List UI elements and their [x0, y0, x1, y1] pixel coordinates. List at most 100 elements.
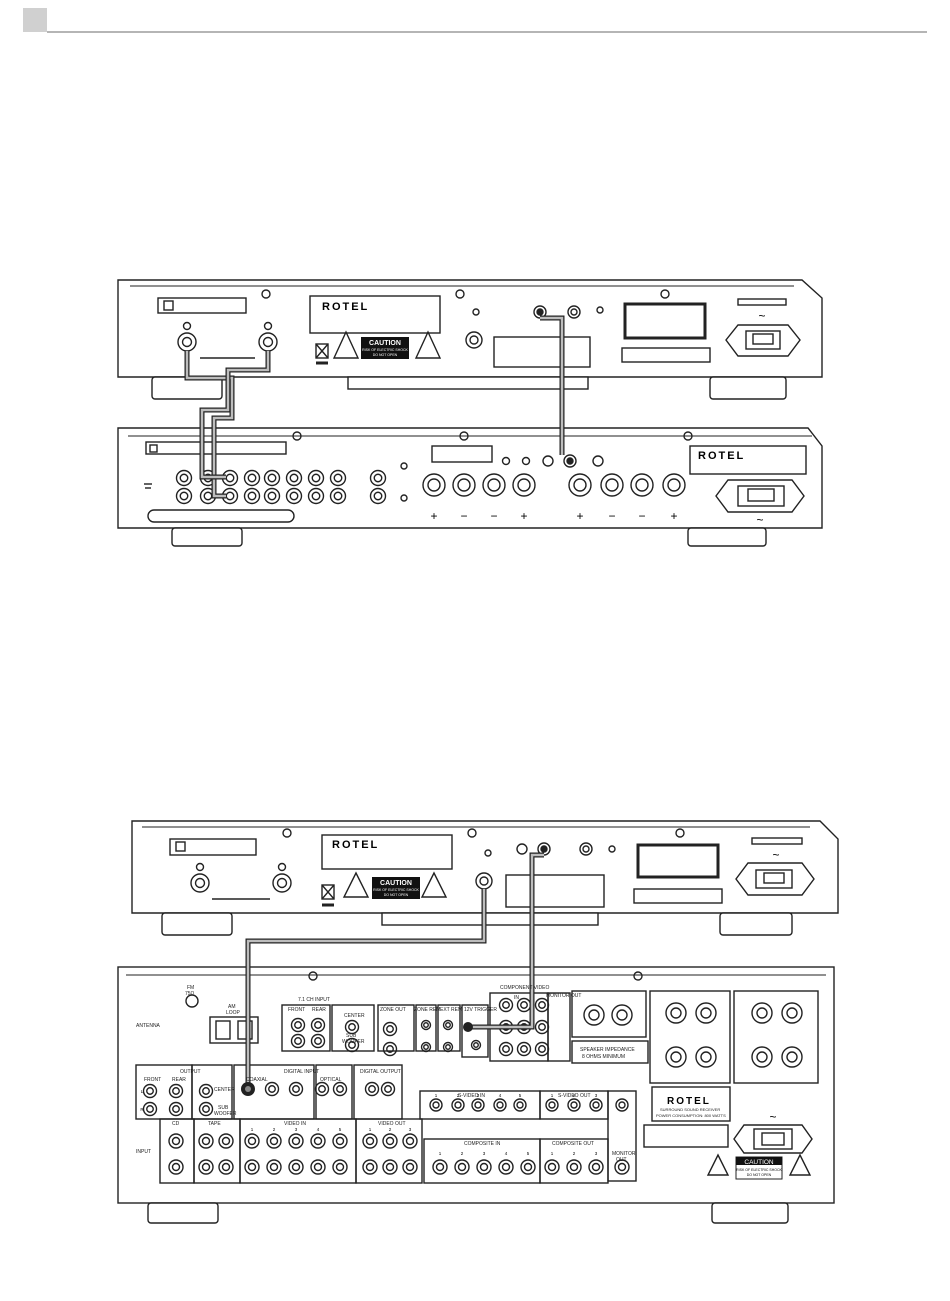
- receiver-input-jack[interactable]: [402, 1159, 418, 1175]
- receiver-component-jack[interactable]: [498, 1041, 514, 1057]
- receiver-speaker-post[interactable]: [611, 1004, 633, 1026]
- receiver-input-jack[interactable]: [266, 1159, 282, 1175]
- amp-speaker-post[interactable]: [600, 473, 624, 497]
- receiver-speaker-post[interactable]: [781, 1002, 803, 1024]
- receiver-71-jack[interactable]: [310, 1033, 326, 1049]
- receiver-component-jack[interactable]: [534, 1041, 550, 1057]
- receiver-speaker-post[interactable]: [751, 1046, 773, 1068]
- amp-rca-jack[interactable]: [285, 487, 303, 505]
- receiver-am-terminal[interactable]: [209, 1016, 259, 1044]
- receiver-coax-jack[interactable]: [264, 1081, 280, 1097]
- receiver-input-jack[interactable]: [266, 1133, 282, 1149]
- amp-rca-jack[interactable]: [263, 469, 281, 487]
- receiver-input-jack[interactable]: [218, 1159, 234, 1175]
- receiver-composite-out-jack[interactable]: [588, 1159, 604, 1175]
- receiver-trigger-jack[interactable]: [470, 1039, 482, 1051]
- receiver-input-jack[interactable]: [310, 1159, 326, 1175]
- receiver-output-jack[interactable]: [142, 1083, 158, 1099]
- receiver-input-jack[interactable]: [168, 1133, 184, 1149]
- receiver-input-jack[interactable]: [198, 1133, 214, 1149]
- amp-ac-inlet[interactable]: [715, 479, 805, 513]
- receiver-composite-in-jack[interactable]: [498, 1159, 514, 1175]
- receiver-digital-out-jack[interactable]: [380, 1081, 396, 1097]
- receiver-composite-in-jack[interactable]: [476, 1159, 492, 1175]
- receiver-input-jack[interactable]: [198, 1159, 214, 1175]
- player-ac-inlet[interactable]: [725, 324, 801, 357]
- amp-rca-jack[interactable]: [285, 469, 303, 487]
- receiver-svideo-in-jack[interactable]: [493, 1098, 507, 1112]
- amp-rca-jack[interactable]: [307, 469, 325, 487]
- amp-rca-jack[interactable]: [243, 487, 261, 505]
- amp-coax-in[interactable]: [563, 454, 577, 468]
- amp-rca-jack[interactable]: [175, 469, 193, 487]
- amp-rca-jack[interactable]: [175, 487, 193, 505]
- receiver-svideo-in-jack[interactable]: [451, 1098, 465, 1112]
- receiver-component-jack[interactable]: [516, 1041, 532, 1057]
- receiver-monitor-jack[interactable]: [614, 1159, 630, 1175]
- receiver-speaker-post[interactable]: [665, 1002, 687, 1024]
- receiver-output-jack[interactable]: [168, 1101, 184, 1117]
- receiver-speaker-post[interactable]: [751, 1002, 773, 1024]
- receiver-digital-out-jack[interactable]: [364, 1081, 380, 1097]
- receiver-input-jack[interactable]: [362, 1159, 378, 1175]
- receiver-input-jack[interactable]: [382, 1159, 398, 1175]
- receiver-composite-in-jack[interactable]: [520, 1159, 536, 1175]
- receiver-speaker-post[interactable]: [665, 1046, 687, 1068]
- receiver-71-jack[interactable]: [344, 1019, 360, 1035]
- receiver-svideo-monitor-jack[interactable]: [615, 1098, 629, 1112]
- receiver-component-jack[interactable]: [534, 1019, 550, 1035]
- receiver-composite-in-jack[interactable]: [432, 1159, 448, 1175]
- receiver-speaker-post[interactable]: [583, 1004, 605, 1026]
- receiver-71-jack[interactable]: [290, 1033, 306, 1049]
- player2-analog-out-right[interactable]: [272, 873, 292, 893]
- amp-speaker-post[interactable]: [482, 473, 506, 497]
- amp-rca-jack[interactable]: [243, 469, 261, 487]
- amp-speaker-post[interactable]: [452, 473, 476, 497]
- receiver-output-jack[interactable]: [168, 1083, 184, 1099]
- receiver-rem-jack[interactable]: [442, 1019, 454, 1031]
- receiver-svideo-out-jack[interactable]: [567, 1098, 581, 1112]
- amp-rca-jack[interactable]: [369, 487, 387, 505]
- receiver-rem-jack[interactable]: [420, 1019, 432, 1031]
- receiver-svideo-in-jack[interactable]: [513, 1098, 527, 1112]
- amp-speaker-post[interactable]: [512, 473, 536, 497]
- receiver-svideo-out-jack[interactable]: [589, 1098, 603, 1112]
- receiver-input-jack[interactable]: [218, 1133, 234, 1149]
- receiver-composite-out-jack[interactable]: [544, 1159, 560, 1175]
- receiver-speaker-post[interactable]: [695, 1046, 717, 1068]
- receiver-output-jack[interactable]: [198, 1101, 214, 1117]
- amp-rca-jack[interactable]: [329, 487, 347, 505]
- receiver-rem-jack[interactable]: [442, 1041, 454, 1053]
- receiver-input-jack[interactable]: [244, 1159, 260, 1175]
- receiver-input-jack[interactable]: [362, 1133, 378, 1149]
- receiver-input-jack[interactable]: [332, 1133, 348, 1149]
- amp-speaker-post[interactable]: [568, 473, 592, 497]
- receiver-coax-jack[interactable]: [288, 1081, 304, 1097]
- amp-speaker-post[interactable]: [662, 473, 686, 497]
- receiver-composite-in-jack[interactable]: [454, 1159, 470, 1175]
- receiver-ac-inlet[interactable]: [733, 1124, 813, 1154]
- receiver-svideo-in-jack[interactable]: [471, 1098, 485, 1112]
- player2-analog-out-left[interactable]: [190, 873, 210, 893]
- receiver-component-jack[interactable]: [534, 997, 550, 1013]
- player2-ac-inlet[interactable]: [735, 862, 815, 896]
- receiver-71-jack[interactable]: [344, 1037, 360, 1053]
- receiver-zone-jack[interactable]: [382, 1041, 398, 1057]
- receiver-input-jack[interactable]: [168, 1159, 184, 1175]
- amp-rca-jack[interactable]: [307, 487, 325, 505]
- receiver-composite-out-jack[interactable]: [566, 1159, 582, 1175]
- receiver-input-jack[interactable]: [310, 1133, 326, 1149]
- receiver-input-jack[interactable]: [288, 1133, 304, 1149]
- receiver-output-jack[interactable]: [142, 1101, 158, 1117]
- receiver-input-jack[interactable]: [382, 1133, 398, 1149]
- receiver-output-jack[interactable]: [198, 1083, 214, 1099]
- receiver-zone-jack[interactable]: [382, 1021, 398, 1037]
- receiver-rem-jack[interactable]: [420, 1041, 432, 1053]
- receiver-71-jack[interactable]: [290, 1017, 306, 1033]
- receiver-speaker-post[interactable]: [695, 1002, 717, 1024]
- receiver-optical-jack[interactable]: [314, 1081, 330, 1097]
- receiver-input-jack[interactable]: [288, 1159, 304, 1175]
- amp-rca-jack[interactable]: [369, 469, 387, 487]
- amp-speaker-post[interactable]: [422, 473, 446, 497]
- receiver-component-jack[interactable]: [498, 997, 514, 1013]
